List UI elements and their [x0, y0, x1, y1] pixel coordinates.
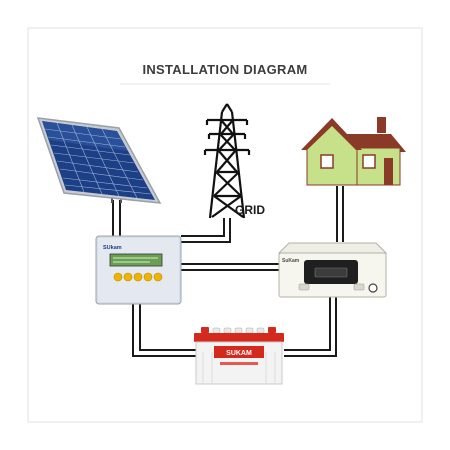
controller-button-2 [123, 272, 133, 282]
cable-controller-inverter [181, 263, 282, 271]
house-chimney [377, 117, 386, 133]
solar-panel [36, 117, 162, 204]
cable-grid-controller [181, 218, 231, 243]
panel-cell-grid [44, 122, 152, 199]
house [301, 117, 406, 186]
battery: SUKAM [194, 327, 284, 385]
battery-stripe [220, 362, 258, 365]
panel-glare [42, 121, 128, 151]
cable-inverter-battery [284, 296, 337, 357]
inverter-switch-left [298, 283, 310, 291]
controller-button-5 [153, 272, 163, 282]
inverter-switch-right [353, 283, 365, 291]
controller-button-1 [113, 272, 123, 282]
cable-house-inverter [336, 186, 344, 242]
inverter: SuKam [277, 242, 388, 298]
controller-brand: SUkam [103, 245, 122, 251]
inverter-power-icon [368, 283, 378, 293]
battery-ribs [202, 352, 276, 383]
battery-label [214, 346, 264, 358]
panel-cells [42, 121, 155, 200]
grid-tower [203, 103, 251, 219]
battery-lid [194, 333, 284, 342]
house-window-right [362, 154, 376, 169]
inverter-top [277, 242, 388, 254]
cable-panel-controller [112, 200, 121, 240]
cable-controller-battery [132, 304, 196, 357]
controller-lcd [109, 253, 163, 267]
grid-label: GRID [235, 203, 265, 217]
house-roof-front [301, 118, 362, 150]
inverter-brand: SuKam [282, 258, 300, 264]
charge-controller: SUkam [95, 235, 182, 305]
controller-button-4 [143, 272, 153, 282]
controller-button-3 [133, 272, 143, 282]
house-window-left [320, 154, 334, 169]
diagram-title: INSTALLATION DIAGRAM [142, 62, 308, 77]
house-door [384, 158, 393, 185]
battery-brand: SUKAM [226, 350, 252, 357]
inverter-display [314, 267, 348, 278]
cables [112, 186, 344, 357]
